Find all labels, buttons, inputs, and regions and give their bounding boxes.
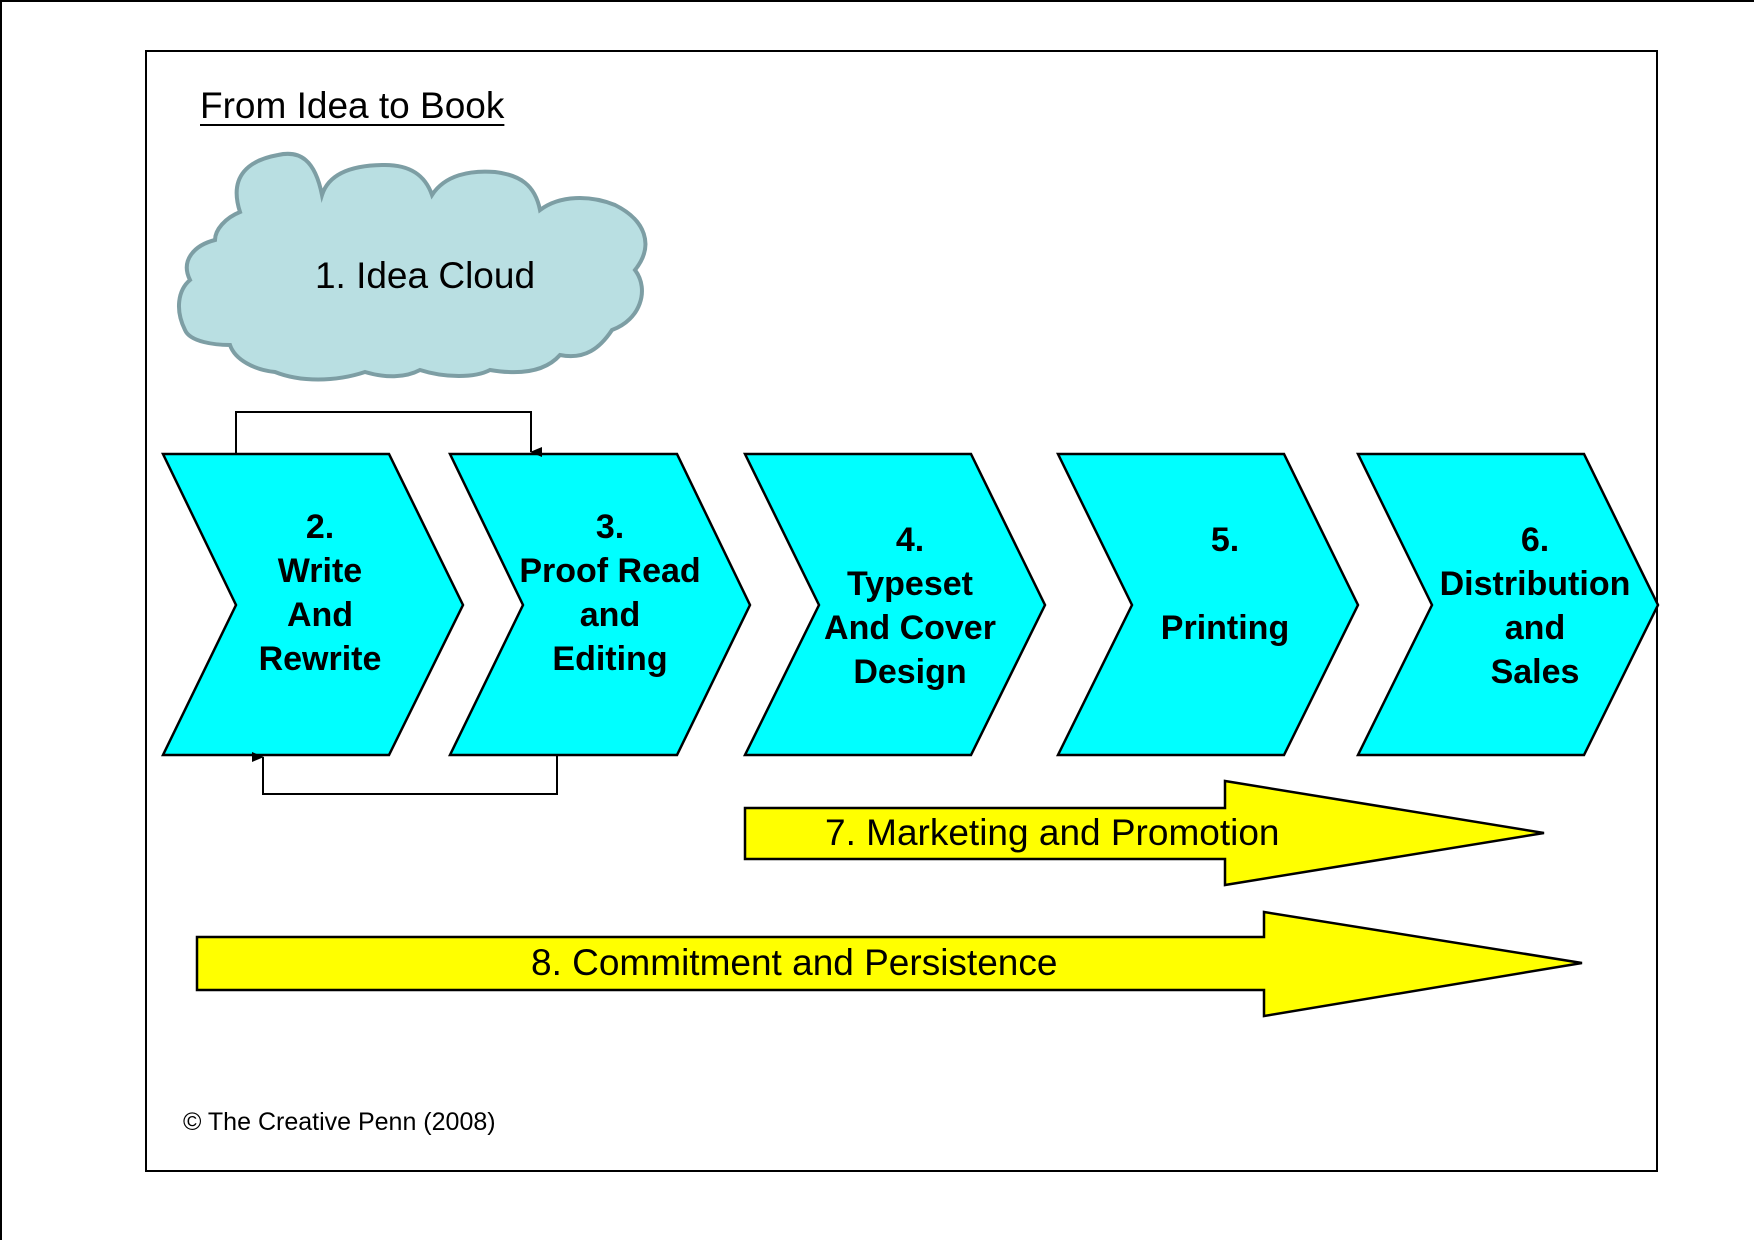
step-label-write: 2. Write And Rewrite (225, 505, 415, 681)
loop-arrow-proofread-to-write (263, 755, 557, 794)
marketing-arrow-label: 7. Marketing and Promotion (825, 812, 1280, 854)
step-label-typeset: 4. Typeset And Cover Design (805, 518, 1015, 694)
idea-cloud-label: 1. Idea Cloud (300, 255, 550, 297)
commitment-arrow-label: 8. Commitment and Persistence (531, 942, 1057, 984)
copyright-notice: © The Creative Penn (2008) (183, 1108, 496, 1137)
loop-arrow-write-to-proofread (236, 412, 531, 454)
diagram-title: From Idea to Book (200, 85, 504, 127)
step-label-proofread: 3. Proof Read and Editing (505, 505, 715, 681)
step-label-distribution: 6. Distribution and Sales (1425, 518, 1645, 694)
step-label-printing: 5. Printing (1130, 518, 1320, 650)
